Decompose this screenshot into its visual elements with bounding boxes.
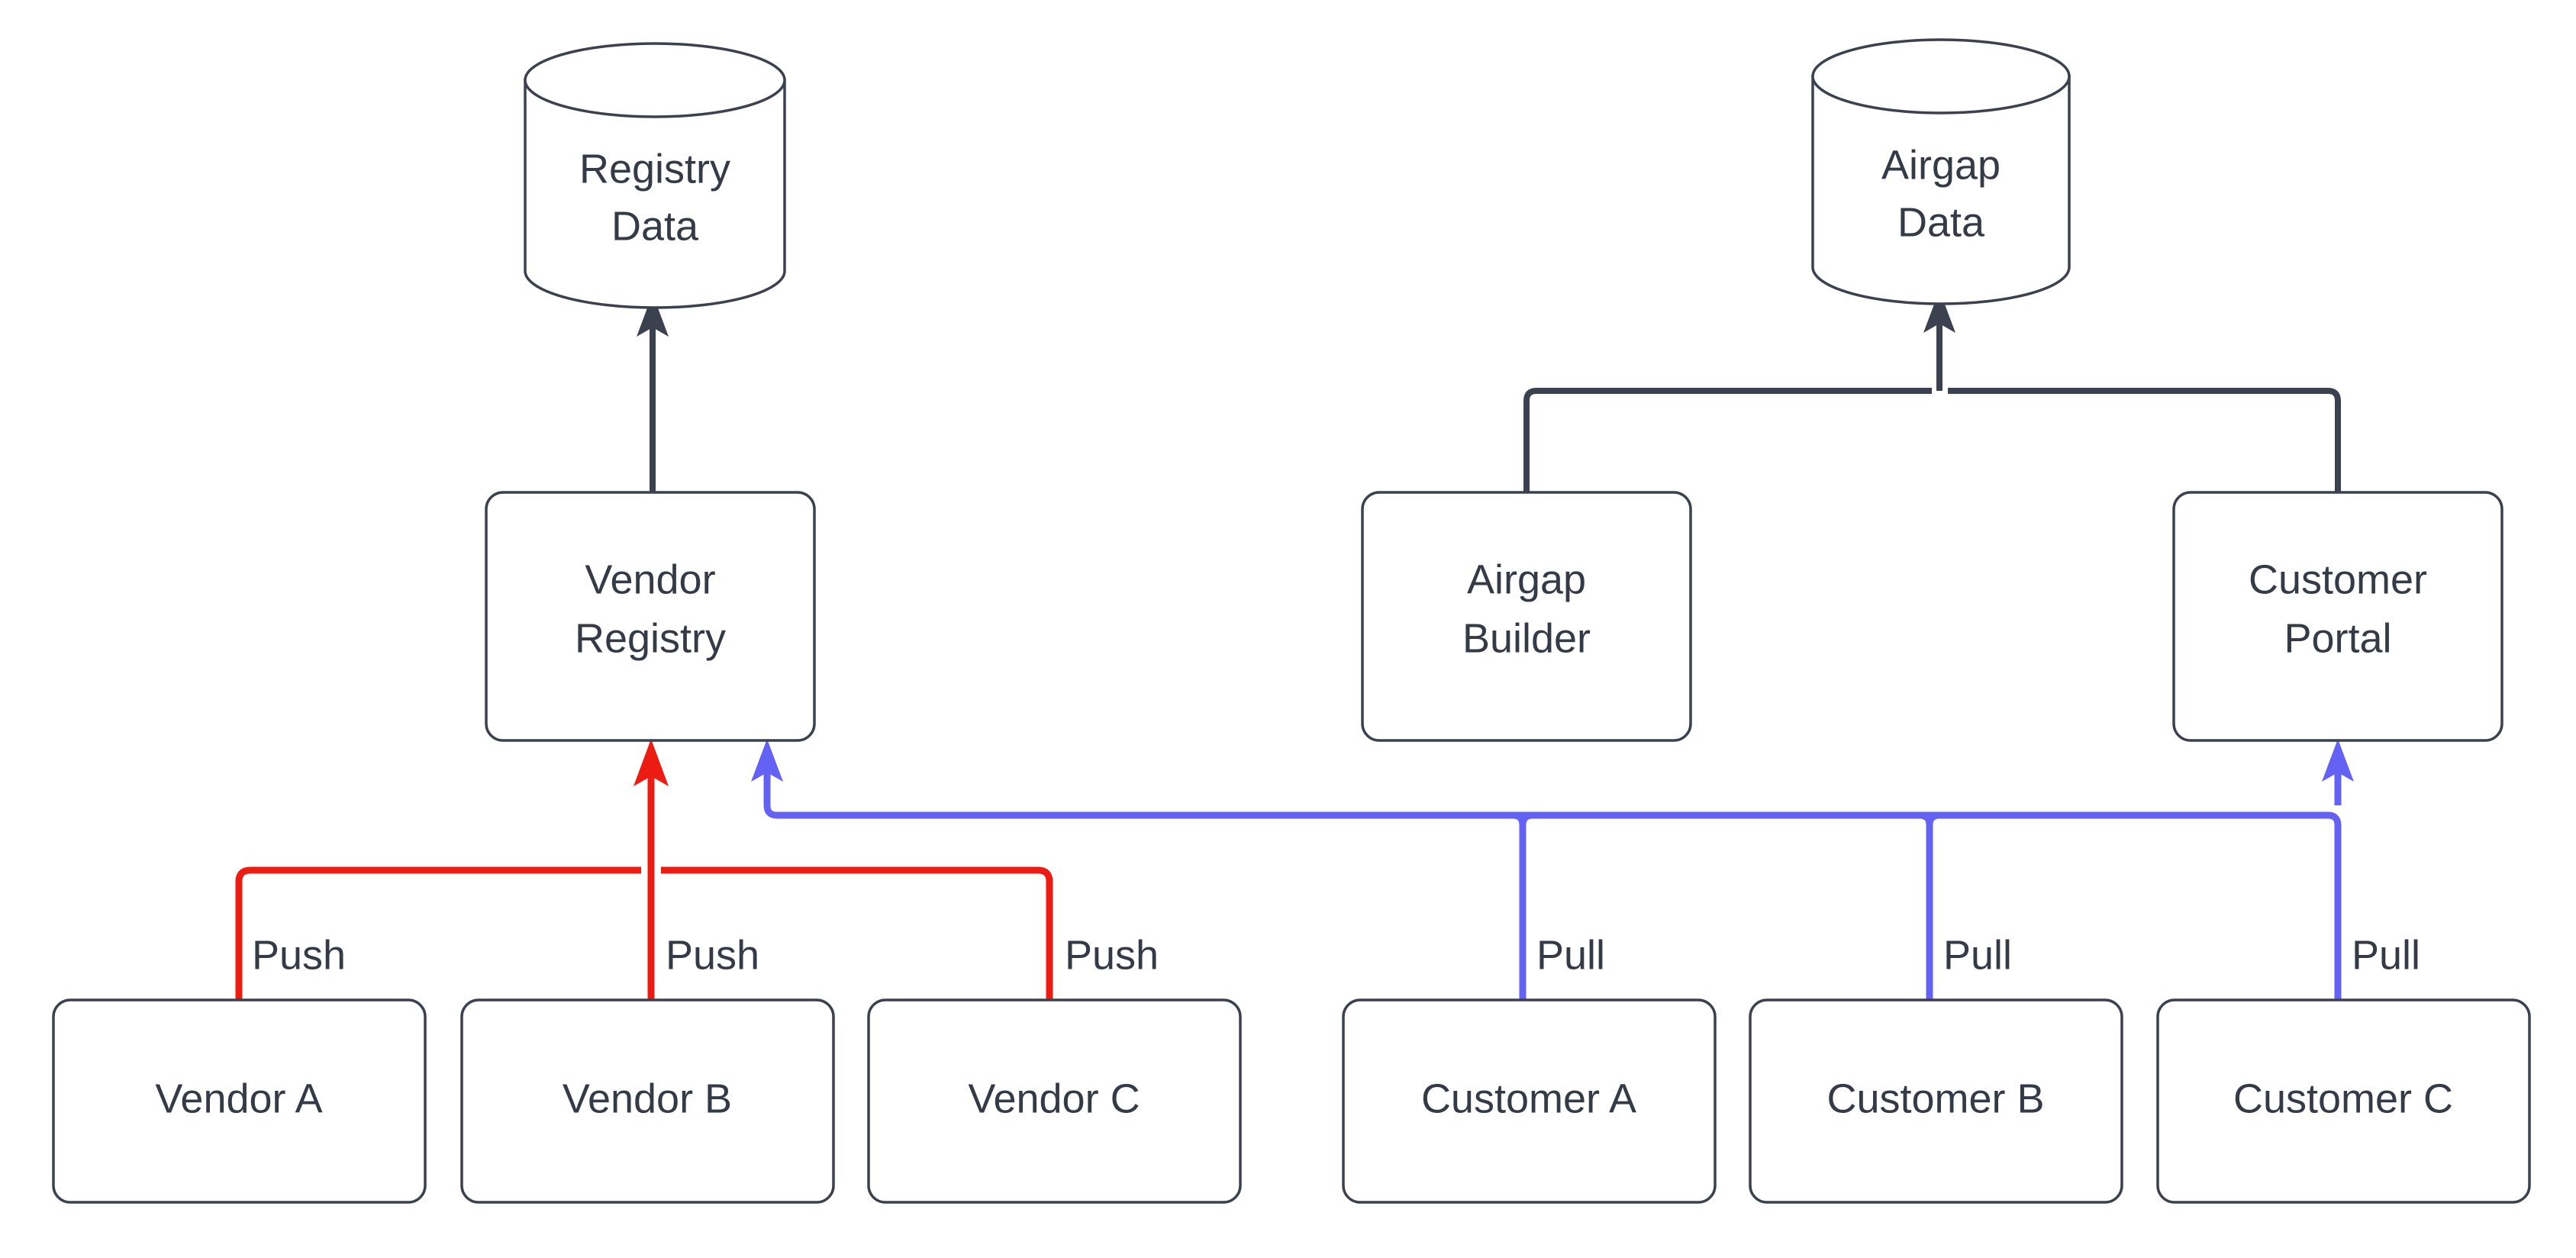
- datastore-airgap-data-label-line1: Airgap: [1881, 142, 2001, 188]
- actor-vendor-a-label: Vendor A: [155, 1076, 322, 1121]
- edge-label-pull-customer-a: Pull: [1536, 932, 1605, 978]
- datastore-airgap-data-label-line2: Data: [1897, 199, 1985, 245]
- edge-customer-portal-to-airgap-data: [1923, 290, 2341, 492]
- actor-vendor-c-label: Vendor C: [968, 1076, 1140, 1121]
- edge-label-push-vendor-a: Push: [252, 932, 346, 978]
- service-airgap-builder-label-line2: Builder: [1462, 615, 1591, 661]
- actor-vendor-c[interactable]: Vendor C: [867, 998, 1242, 1204]
- service-vendor-registry[interactable]: Vendor Registry: [485, 491, 816, 742]
- actor-vendor-a[interactable]: Vendor A: [52, 998, 427, 1204]
- service-airgap-builder[interactable]: Airgap Builder: [1361, 491, 1692, 742]
- edge-label-push-vendor-c: Push: [1065, 932, 1159, 978]
- service-customer-portal-label-line1: Customer: [2249, 556, 2427, 602]
- actor-customer-b[interactable]: Customer B: [1749, 998, 2123, 1204]
- service-vendor-registry-label-line2: Registry: [575, 615, 726, 661]
- service-vendor-registry-label-line1: Vendor: [585, 556, 715, 602]
- datastore-registry-data[interactable]: Registry Data: [524, 42, 786, 309]
- edge-airgap-builder-to-airgap-data: [1523, 388, 1932, 492]
- edge-label-push-vendor-b: Push: [666, 932, 759, 978]
- actor-customer-c[interactable]: Customer C: [2156, 998, 2531, 1204]
- actor-customer-b-label: Customer B: [1826, 1076, 2044, 1121]
- service-airgap-builder-label-line1: Airgap: [1467, 556, 1586, 602]
- actor-customer-c-label: Customer C: [2233, 1076, 2453, 1121]
- edge-label-pull-customer-c: Pull: [2352, 932, 2420, 978]
- service-customer-portal-label-line2: Portal: [2284, 615, 2391, 661]
- edge-vendor-pushes: [235, 739, 1053, 1000]
- actor-customer-a[interactable]: Customer A: [1342, 998, 1717, 1204]
- service-customer-portal[interactable]: Customer Portal: [2172, 491, 2503, 742]
- edge-vendor-registry-to-registry-data: [637, 294, 669, 492]
- actor-vendor-b-label: Vendor B: [563, 1076, 732, 1121]
- edge-label-pull-customer-b: Pull: [1943, 932, 2012, 978]
- actor-vendor-b[interactable]: Vendor B: [460, 998, 835, 1204]
- datastore-registry-data-label-line2: Data: [611, 203, 699, 249]
- actor-customer-a-label: Customer A: [1421, 1076, 1636, 1121]
- edge-customer-pulls: [751, 739, 2354, 1000]
- datastore-registry-data-label-line1: Registry: [579, 146, 730, 192]
- datastore-airgap-data[interactable]: Airgap Data: [1811, 38, 2071, 305]
